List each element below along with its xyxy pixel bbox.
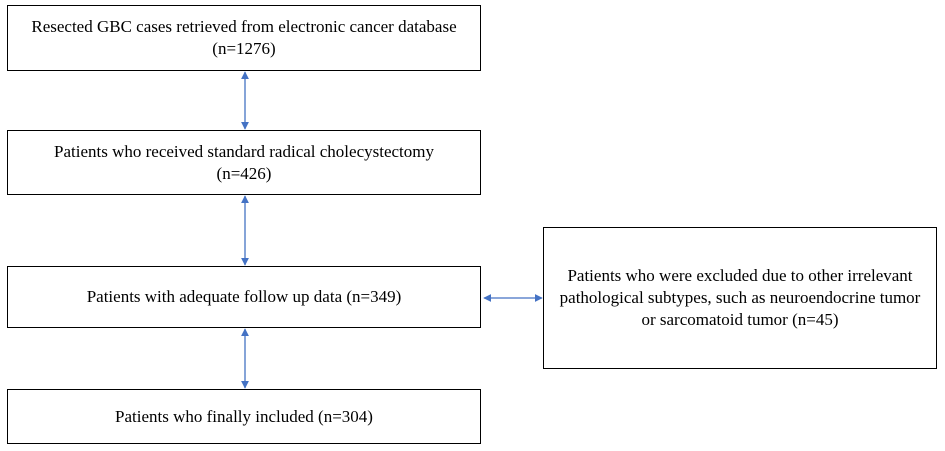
box-finally-included: Patients who finally included (n=304) bbox=[7, 389, 481, 444]
box-finally-included-text: Patients who finally included (n=304) bbox=[115, 406, 373, 426]
box-excluded-subtypes: Patients who were excluded due to other … bbox=[543, 227, 937, 369]
box-excluded-subtypes-text: Patients who were excluded due to other … bbox=[559, 266, 921, 329]
box-radical-cholecystectomy: Patients who received standard radical c… bbox=[7, 130, 481, 195]
box-retrieved-cases: Resected GBC cases retrieved from electr… bbox=[7, 5, 481, 71]
box-adequate-follow-up-text: Patients with adequate follow up data (n… bbox=[86, 287, 402, 306]
box-retrieved-cases-text: Resected GBC cases retrieved from electr… bbox=[31, 17, 457, 58]
box-radical-cholecystectomy-text: Patients who received standard radical c… bbox=[54, 141, 434, 183]
box-adequate-follow-up: Patients with adequate follow up data (n… bbox=[7, 266, 481, 328]
